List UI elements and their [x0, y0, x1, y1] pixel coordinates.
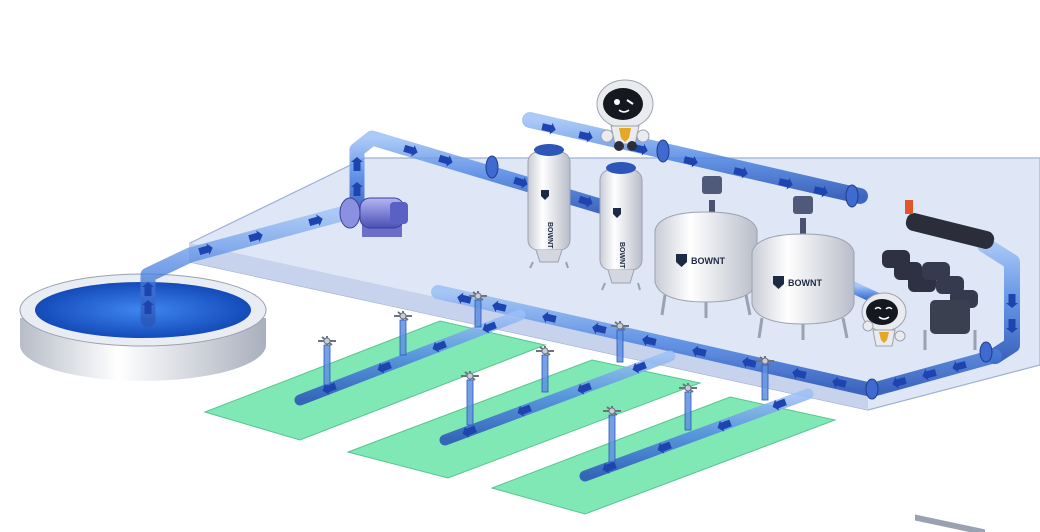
flow-arrow	[922, 368, 937, 381]
flow-arrow	[482, 321, 497, 334]
flow-arrow	[952, 360, 967, 373]
sprinkler	[469, 291, 487, 328]
flow-arrow	[772, 398, 787, 411]
flow-arrow	[248, 230, 263, 243]
flow-arrow	[692, 345, 707, 358]
irrigation-field	[346, 359, 702, 479]
sprinkler	[603, 406, 621, 463]
flow-arrow	[432, 340, 447, 353]
mascot	[596, 79, 654, 151]
flow-arrow	[578, 130, 593, 143]
flow-arrow	[513, 176, 528, 189]
disc-filter-bank	[882, 200, 995, 532]
sprinkler	[756, 356, 774, 401]
flow-arrow	[351, 182, 363, 196]
bownt-shield-logo	[676, 254, 687, 267]
brand-label: BOWNT	[618, 242, 625, 269]
flow-arrow	[602, 461, 617, 474]
hydrocyclone-filter: BOWNT	[527, 144, 571, 269]
flow-arrow	[657, 441, 672, 454]
flow-arrow	[1006, 319, 1018, 333]
sprinkler	[394, 311, 412, 356]
bownt-shield-logo	[541, 190, 549, 200]
sprinkler	[536, 346, 554, 393]
intake-pipe	[140, 205, 353, 328]
sprinklers	[318, 291, 774, 463]
sprinkler	[461, 371, 479, 426]
flow-arrow	[792, 367, 807, 380]
flow-arrow	[683, 155, 698, 168]
flow-arrow	[517, 404, 532, 417]
bownt-shield-logo	[773, 276, 784, 289]
flow-arrow	[142, 282, 154, 296]
flow-arrow	[142, 300, 154, 314]
sand-media-filter: BOWNT	[751, 196, 855, 340]
flow-arrow	[403, 144, 418, 157]
flow-arrow	[462, 425, 477, 438]
flow-arrow	[642, 334, 657, 347]
flow-arrow	[813, 185, 828, 198]
irrigation-field	[490, 396, 837, 515]
flow-arrow	[733, 166, 748, 179]
flow-arrow	[577, 382, 592, 395]
flow-arrow	[198, 243, 213, 256]
irrigation-fields	[203, 320, 837, 515]
flow-arrow	[742, 356, 757, 369]
flow-arrow	[542, 311, 557, 324]
brand-label: BOWNT	[788, 278, 822, 288]
pump	[339, 197, 408, 237]
flow-arrow	[578, 195, 593, 208]
irrigation-field	[203, 320, 547, 441]
flow-arrow	[322, 382, 337, 395]
flow-arrow	[892, 376, 907, 389]
sprinkler	[318, 336, 336, 386]
flow-arrow	[377, 361, 392, 374]
flow-arrow	[633, 143, 648, 156]
flow-arrow	[717, 419, 732, 432]
sand-media-filter: BOWNT	[654, 176, 758, 318]
equipment-platform-edge	[190, 243, 868, 410]
brand-label: BOWNT	[546, 222, 553, 249]
flow-arrow	[541, 122, 556, 135]
flow-arrow	[832, 376, 847, 389]
flow-arrow	[1006, 294, 1018, 308]
lateral-pipe	[579, 388, 814, 482]
hydrocyclone-filter: BOWNT	[599, 162, 643, 291]
flow-arrow	[592, 322, 607, 335]
bownt-shield-logo	[613, 208, 621, 218]
flow-arrow	[778, 177, 793, 190]
flow-arrows	[142, 122, 1018, 474]
flow-arrow	[632, 361, 647, 374]
mascot	[861, 292, 907, 347]
flow-arrow	[438, 154, 453, 167]
lateral-pipe	[439, 350, 676, 446]
flow-arrow	[492, 300, 507, 313]
sprinkler	[679, 383, 697, 431]
brand-label: BOWNT	[691, 256, 725, 266]
flow-arrow	[308, 214, 323, 227]
flow-arrow	[351, 157, 363, 171]
sprinkler	[611, 321, 629, 363]
flow-arrow	[457, 292, 472, 305]
pipe-flanges	[485, 139, 993, 400]
